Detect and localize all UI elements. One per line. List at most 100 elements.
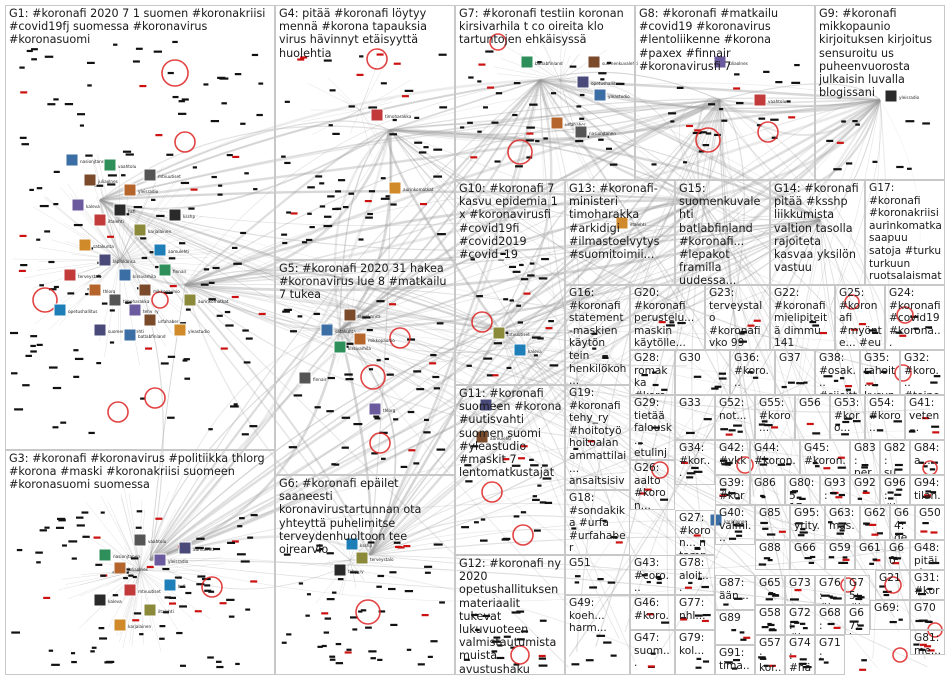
- group-box-g94: G71:: [815, 635, 845, 675]
- node-marker: [132, 575, 137, 579]
- edge: [389, 129, 878, 668]
- node-marker: [724, 661, 733, 664]
- group-label: G52: not...: [719, 397, 748, 422]
- edge: [699, 99, 882, 202]
- node-marker: [335, 190, 341, 193]
- node-marker: [876, 429, 884, 432]
- node-marker: [109, 309, 115, 312]
- edge: [149, 559, 729, 602]
- group-label: G74: #nä...: [789, 637, 812, 675]
- edge: [499, 199, 701, 331]
- node-marker: [771, 136, 778, 139]
- node-marker: [70, 652, 76, 655]
- group-box-g3: G7: #koronafi testiin koronan kirsivarhi…: [455, 5, 635, 180]
- edge: [99, 199, 607, 357]
- node-marker: [761, 626, 769, 629]
- avatar-node: kaleva: [513, 343, 542, 357]
- avatar-label: kirsivarhila: [348, 346, 371, 351]
- edge: [699, 199, 900, 633]
- avatar-label: juliaolnes: [97, 179, 118, 184]
- edge: [699, 99, 882, 203]
- edge: [149, 79, 541, 561]
- node-marker: [130, 557, 139, 560]
- node-marker: [794, 621, 800, 624]
- edge: [119, 180, 187, 261]
- avatar-label: opetushallitus: [591, 81, 620, 86]
- node-marker: [516, 304, 521, 307]
- node-marker: [20, 263, 28, 267]
- node-marker: [887, 491, 894, 494]
- group-box-g88: G69:: [870, 600, 910, 630]
- node-marker: [194, 610, 202, 613]
- avatar-node: tehy_ry: [128, 303, 159, 317]
- edge: [184, 98, 881, 287]
- group-box-g63: G43: #coro...: [630, 555, 675, 595]
- node-marker: [232, 155, 240, 159]
- node-marker: [548, 320, 554, 323]
- node-marker: [894, 493, 902, 496]
- edge: [119, 259, 176, 339]
- node-marker: [380, 197, 390, 200]
- group-label: G19: #koronafi tehy_ry #hoitotyö hoitoal…: [569, 387, 627, 489]
- node-marker: [786, 463, 791, 466]
- edge: [552, 79, 561, 105]
- edge: [719, 99, 745, 336]
- node-marker: [683, 161, 688, 164]
- node-marker: [204, 584, 211, 587]
- node-marker: [217, 193, 223, 196]
- node-marker: [234, 73, 242, 76]
- node-marker: [323, 59, 332, 62]
- node-marker: [733, 523, 738, 527]
- node-marker: [297, 315, 303, 318]
- group-label: G28: romakka #koron...: [634, 352, 668, 394]
- node-marker: [358, 238, 364, 241]
- group-box-g2: G4: pitää #koronafi löytyy mennä #korona…: [275, 5, 455, 260]
- avatar-label: lapinkansa: [358, 314, 381, 319]
- group-label: G41: veten...: [909, 397, 940, 435]
- node-marker: [319, 205, 326, 208]
- node-marker: [467, 121, 473, 124]
- node-marker: [639, 492, 647, 495]
- edge: [100, 190, 121, 261]
- node-marker: [341, 446, 349, 449]
- node-marker: [501, 538, 510, 541]
- node-marker: [724, 461, 733, 465]
- node-marker: [48, 366, 58, 369]
- group-label: G22: #koronafi mielipiteitä dimmu 141 tu…: [774, 287, 828, 350]
- avatar-label: terveystalo: [78, 274, 102, 279]
- node-marker: [36, 343, 43, 346]
- edge: [719, 99, 881, 136]
- edge: [339, 219, 821, 332]
- node-marker: [661, 388, 668, 391]
- edge: [107, 569, 141, 628]
- node-marker: [892, 562, 900, 565]
- edge: [819, 99, 881, 221]
- avatar-node: mtvuutiset: [492, 326, 530, 340]
- node-marker: [226, 598, 235, 601]
- edge: [389, 129, 603, 303]
- node-marker: [549, 364, 559, 367]
- edge: [119, 259, 148, 283]
- edge: [184, 284, 664, 421]
- node-marker: [297, 58, 305, 61]
- node-marker: [895, 331, 903, 334]
- node-marker: [535, 140, 540, 143]
- node-marker: [300, 56, 308, 59]
- self-loop-ring: [107, 401, 129, 423]
- node-marker: [718, 377, 727, 380]
- node-marker: [439, 601, 445, 604]
- node-marker: [128, 574, 134, 577]
- node-marker: [728, 429, 736, 432]
- node-marker: [509, 265, 517, 269]
- group-label: G71:: [819, 637, 841, 662]
- node-marker: [495, 92, 503, 95]
- edge: [99, 198, 501, 332]
- edge: [359, 109, 387, 147]
- edge: [139, 563, 225, 571]
- edge: [99, 199, 700, 471]
- group-label: G6: #koronafi epäilet saaneesti koronavi…: [279, 477, 425, 557]
- edge: [332, 544, 351, 561]
- self-loop-ring: [695, 127, 721, 153]
- self-loop-ring: [894, 364, 912, 382]
